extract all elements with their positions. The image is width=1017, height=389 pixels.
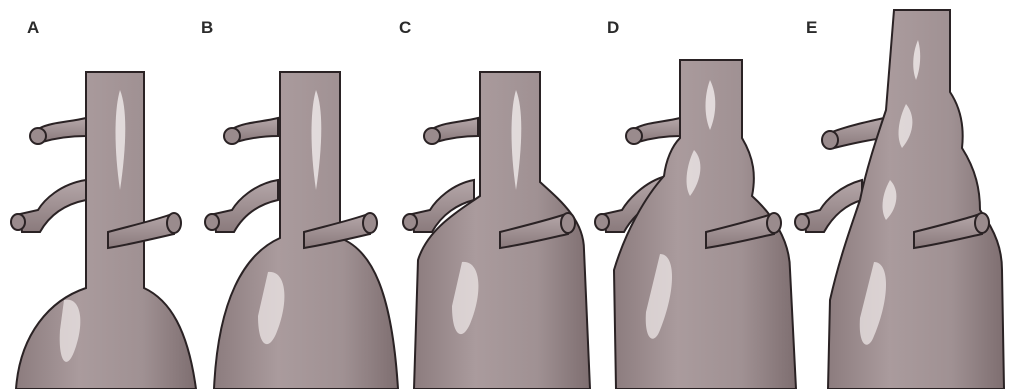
panel-a-right-branch-opening (167, 213, 181, 233)
panel-c-upper-branch-opening (424, 128, 440, 144)
panel-d-lower-left-branch-opening (595, 214, 609, 230)
panel-e-right-branch-opening (975, 213, 989, 233)
panel-b-vessel (205, 72, 398, 389)
panel-d-vessel (595, 60, 796, 389)
panel-d-right-branch-opening (767, 213, 781, 233)
panel-a-lower-left-branch (20, 180, 86, 232)
panel-a-vessel (11, 72, 196, 389)
panel-e-lower-left-branch-opening (795, 214, 809, 230)
panel-a-lower-left-branch-opening (11, 214, 25, 230)
panel-a-upper-branch-opening (30, 128, 46, 144)
panel-a-upper-branch (40, 118, 86, 142)
panel-e-vessel (795, 10, 1004, 389)
panel-e-upper-branch-opening (822, 131, 838, 149)
panel-b-right-branch-opening (363, 213, 377, 233)
panel-c-vessel (403, 72, 590, 389)
panel-b-lower-left-branch-opening (205, 214, 219, 230)
panel-d-upper-branch-opening (626, 128, 642, 144)
panel-c-lower-left-branch-opening (403, 214, 417, 230)
panel-b-upper-branch-opening (224, 128, 240, 144)
panel-c-right-branch-opening (561, 213, 575, 233)
panel-b-lower-left-branch (214, 180, 278, 232)
